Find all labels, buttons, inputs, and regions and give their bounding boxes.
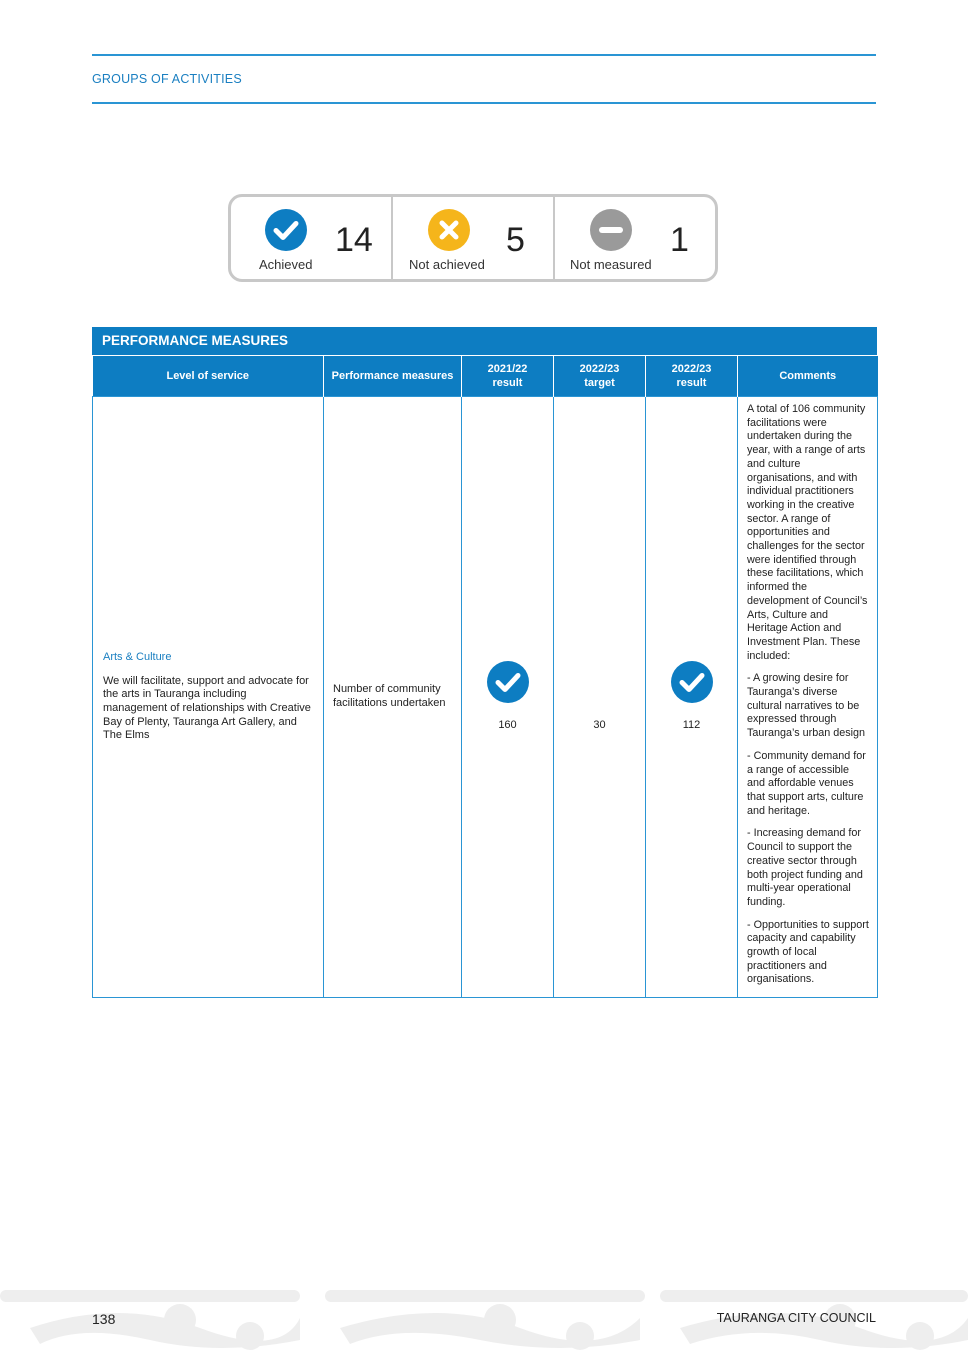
header-line: result xyxy=(676,377,707,389)
target-value: 30 xyxy=(593,719,606,732)
level-of-service-title: Arts & Culture xyxy=(103,650,172,663)
result-2021-22-cell: 160 xyxy=(461,396,554,998)
summary-label: Achieved xyxy=(259,257,313,272)
check-circle-icon xyxy=(670,661,713,704)
summary-label: Not measured xyxy=(570,257,652,272)
header-line: result xyxy=(492,377,523,389)
summary-label: Not achieved xyxy=(409,257,485,272)
performance-measures-table: PERFORMANCE MEASURES Level of service Pe… xyxy=(92,327,878,998)
result-value: 160 xyxy=(498,719,517,732)
result-value: 112 xyxy=(682,719,701,732)
header-2021-22-result: 2021/22 result xyxy=(461,355,554,397)
check-circle-icon xyxy=(486,661,529,704)
comment-paragraph: - A growing desire for Tauranga’s divers… xyxy=(747,672,866,740)
header-2022-23-target: 2022/23 target xyxy=(553,355,646,397)
measures-grid: Level of service Performance measures 20… xyxy=(92,355,878,998)
minus-circle-icon xyxy=(590,209,632,251)
comment-paragraph: - Opportunities to support capacity and … xyxy=(747,918,869,986)
header-comments: Comments xyxy=(737,355,878,397)
table-row: Arts & Culture We will facilitate, suppo… xyxy=(92,396,878,998)
comment-paragraph: A total of 106 community facilitations w… xyxy=(747,403,868,662)
footer-pattern xyxy=(0,1290,968,1350)
level-of-service-text: We will facilitate, support and advocate… xyxy=(103,674,311,742)
summary-achieved: Achieved 14 xyxy=(231,197,393,279)
header-line: 2022/23 xyxy=(671,363,712,375)
header-line: 2022/23 xyxy=(579,363,620,375)
summary-count: 14 xyxy=(335,221,373,259)
header-2022-23-result: 2022/23 result xyxy=(645,355,738,397)
performance-measure-cell: Number of community facilitations undert… xyxy=(323,396,462,998)
x-circle-icon xyxy=(428,209,470,251)
result-2022-23-cell: 112 xyxy=(645,396,738,998)
header-top-rule xyxy=(92,54,876,56)
check-circle-icon xyxy=(265,209,307,251)
page-number: 138 xyxy=(92,1311,116,1327)
summary-count: 1 xyxy=(670,221,689,259)
comment-paragraph: - Increasing demand for Council to suppo… xyxy=(747,827,863,908)
header-level-of-service: Level of service xyxy=(92,355,324,397)
level-of-service-cell: Arts & Culture We will facilitate, suppo… xyxy=(92,396,324,998)
spacer xyxy=(554,661,645,719)
footer-organisation: TAURANGA CITY COUNCIL xyxy=(716,1311,876,1325)
header-bottom-rule xyxy=(92,102,876,104)
comments-cell: A total of 106 community facilitations w… xyxy=(737,396,878,998)
table-header-row: Level of service Performance measures 20… xyxy=(92,355,878,397)
header-performance-measures: Performance measures xyxy=(323,355,462,397)
summary-count: 5 xyxy=(506,221,525,259)
target-2022-23-cell: 30 xyxy=(553,396,646,998)
summary-not-achieved: Not achieved 5 xyxy=(393,197,555,279)
header-line: target xyxy=(584,377,615,389)
summary-not-measured: Not measured 1 xyxy=(555,197,715,279)
results-summary: Achieved 14 Not achieved 5 Not measured … xyxy=(228,194,718,282)
header-line: 2021/22 xyxy=(487,363,528,375)
section-title: GROUPS OF ACTIVITIES xyxy=(92,72,242,86)
comment-paragraph: - Community demand for a range of access… xyxy=(747,749,866,817)
table-title: PERFORMANCE MEASURES xyxy=(92,327,877,355)
